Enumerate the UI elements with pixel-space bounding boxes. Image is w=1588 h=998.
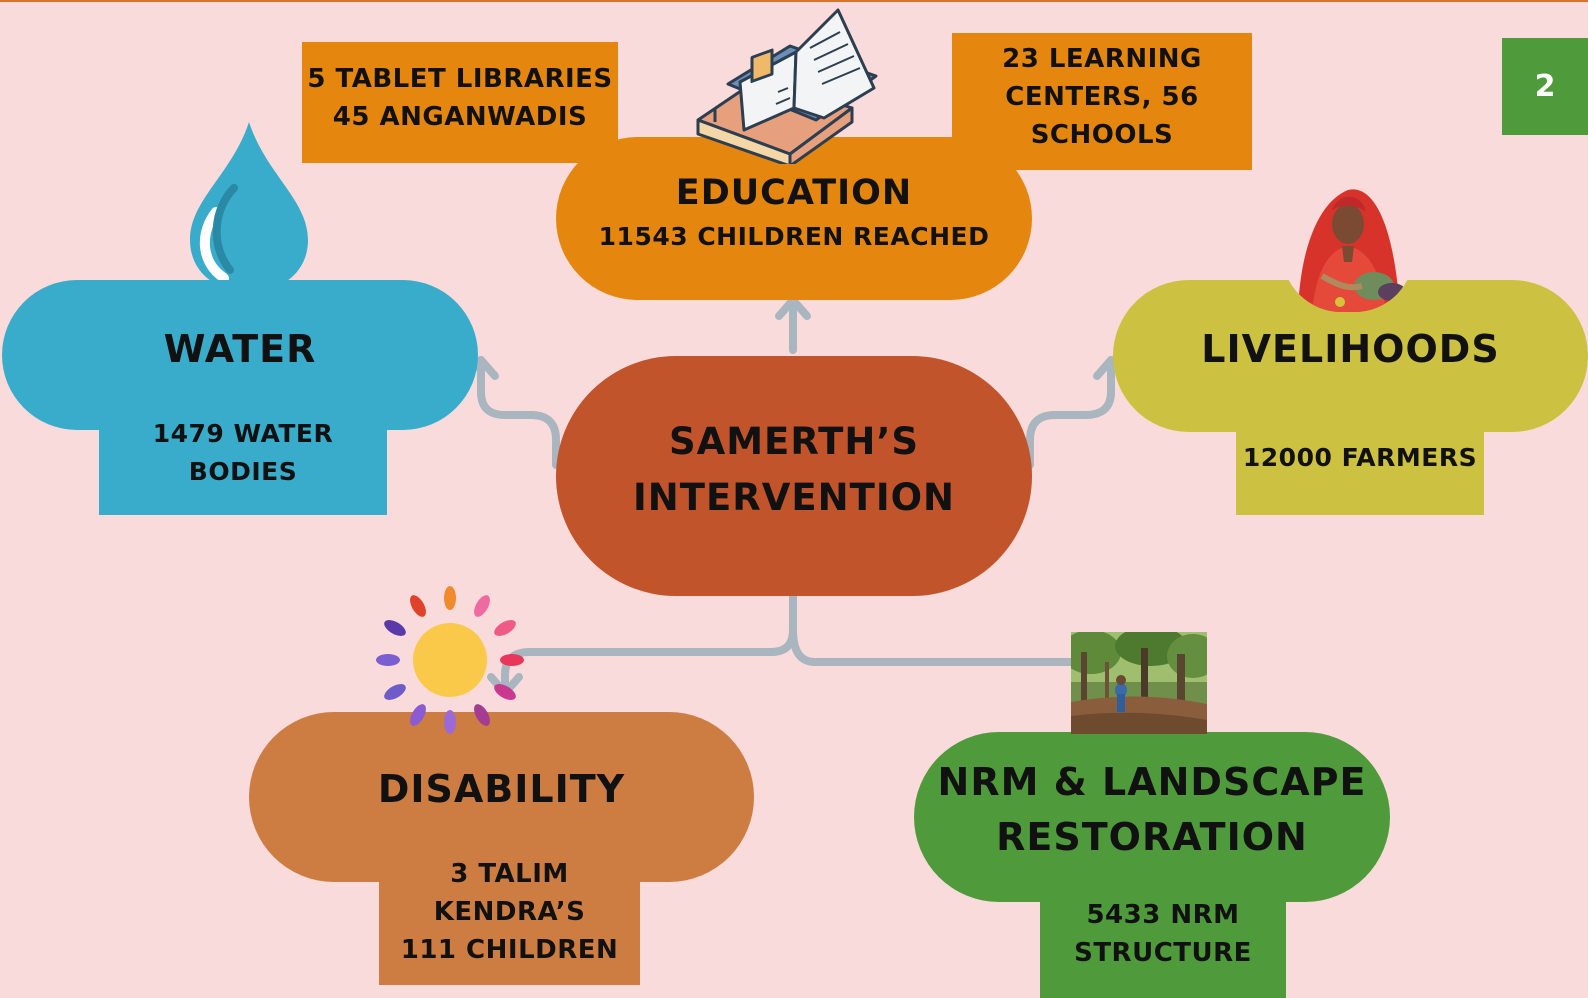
education-note-right [952, 33, 1252, 170]
page-number: 2 [1502, 38, 1588, 135]
water-stat-line2: BODIES [188, 457, 298, 486]
center-node [556, 356, 1032, 596]
center-title-line1: SAMERTH’S [668, 420, 920, 463]
education-note-left [302, 42, 618, 163]
nrm-stat-line1: 5433 NRM [1086, 900, 1240, 930]
connector-water [477, 356, 560, 469]
disability-stat-line3: 111 CHILDREN [400, 935, 619, 965]
forest-photo [1071, 632, 1207, 734]
disability-title: DISABILITY [377, 767, 626, 811]
nrm-title-line2: RESTORATION [996, 815, 1308, 859]
nrm-node [914, 732, 1390, 902]
livelihoods-title: LIVELIHOODS [1201, 327, 1500, 371]
disability-stat-line2: KENDRA’S [433, 897, 586, 927]
nrm-stat-line2: STRUCTURE [1074, 938, 1252, 968]
top-rule [0, 0, 1588, 2]
livelihoods-stat: 12000 FARMERS [1242, 443, 1478, 472]
disability-stat-line1: 3 TALIM [450, 859, 569, 889]
sun-icon [376, 586, 524, 734]
education-stat: 11543 CHILDREN REACHED [598, 222, 990, 251]
water-node [2, 280, 478, 430]
education-note-right-line1: 23 LEARNING [1002, 44, 1202, 74]
disability-node [249, 712, 754, 882]
education-note-left-line1: 5 TABLET LIBRARIES [307, 64, 613, 94]
connector-nrm [789, 626, 1079, 666]
connector-disability [501, 592, 797, 694]
education-note-left-line2: 45 ANGANWADIS [332, 102, 588, 132]
education-note-right-line2: CENTERS, 56 [1005, 82, 1199, 112]
nrm-title-line1: NRM & LANDSCAPE [937, 760, 1367, 804]
water-title: WATER [163, 327, 317, 371]
education-title: EDUCATION [675, 173, 913, 213]
water-stat-line1: 1479 WATER [152, 419, 334, 448]
open-book-icon [696, 8, 878, 164]
education-node [556, 137, 1032, 300]
water-drop-icon [190, 122, 308, 292]
education-note-right-line3: SCHOOLS [1030, 120, 1174, 150]
center-title-line2: INTERVENTION [632, 476, 956, 519]
farmer-woman-photo [1282, 180, 1414, 312]
connector-livelihoods [1026, 356, 1115, 469]
